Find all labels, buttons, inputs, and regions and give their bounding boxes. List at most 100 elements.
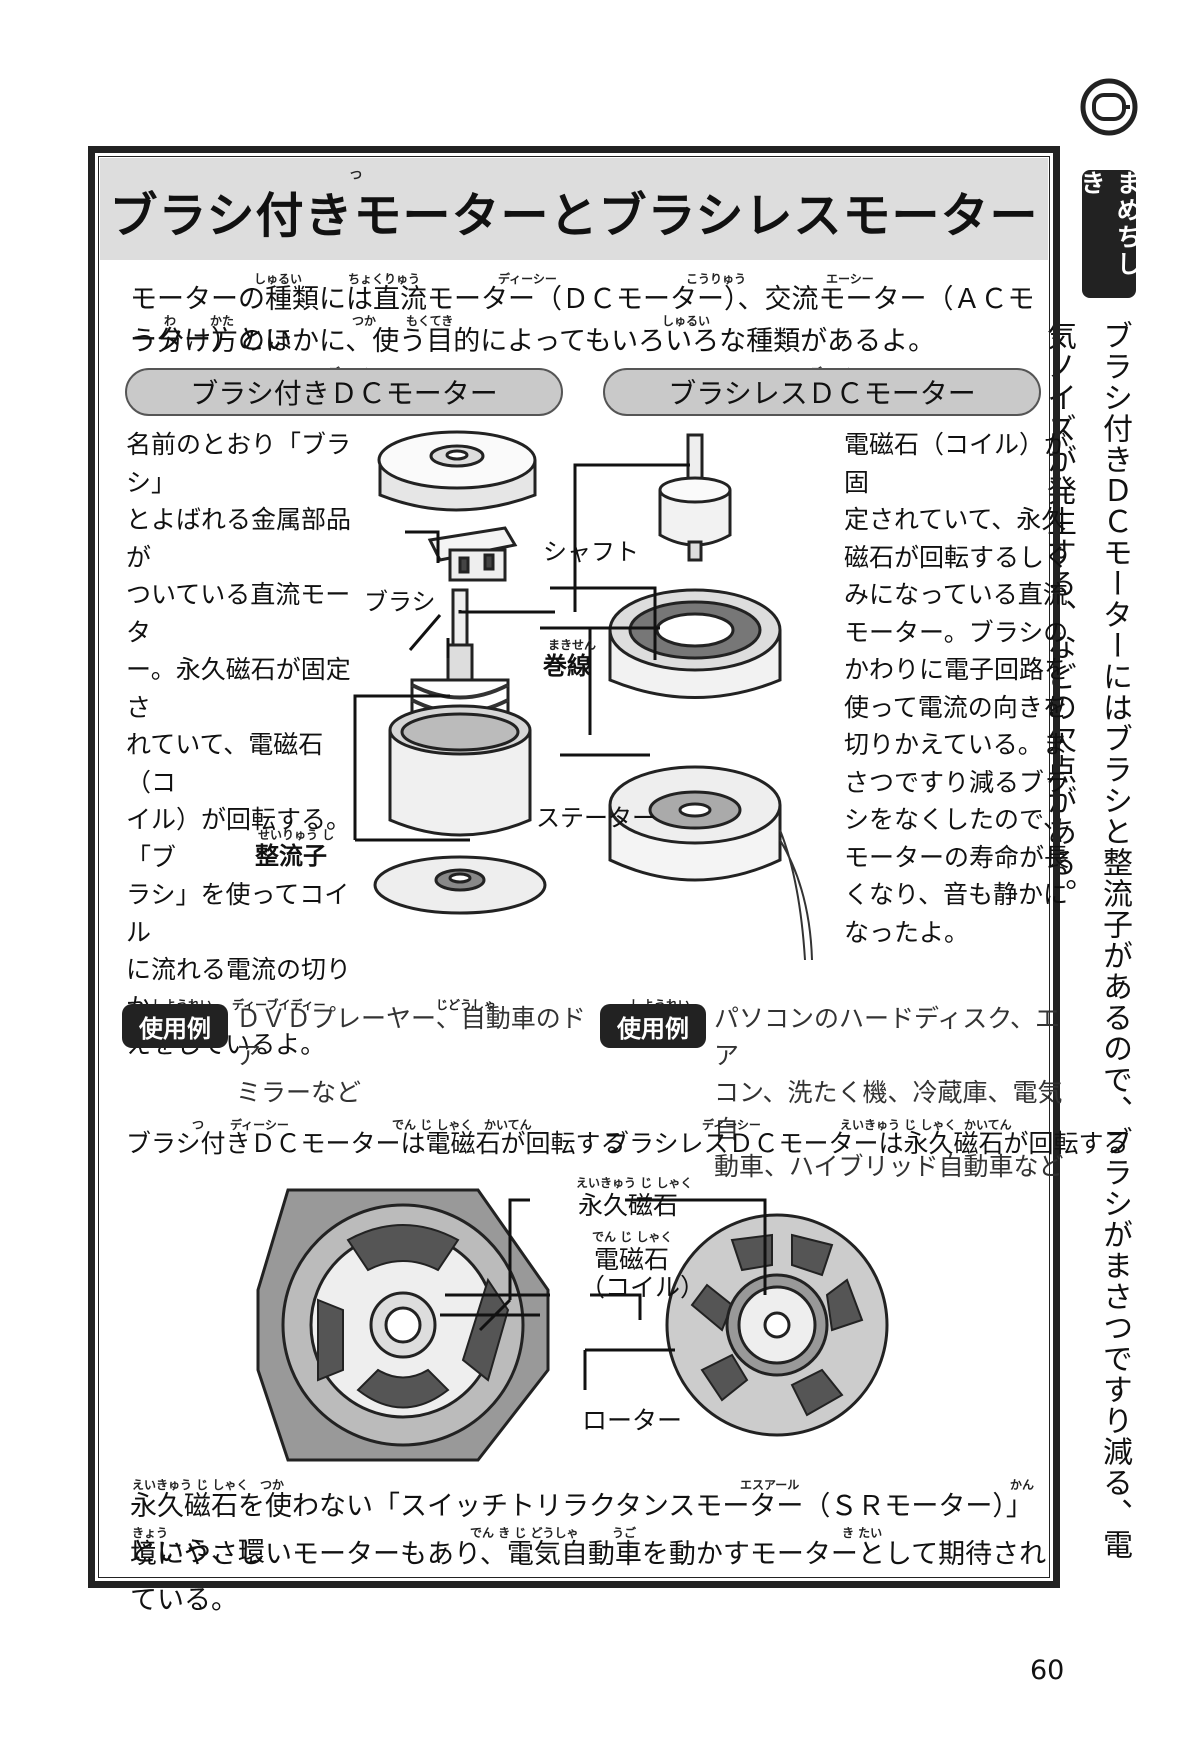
label-winding: 巻線 <box>543 652 591 680</box>
page-title: ブラシ付きモーターとブラシレスモーター <box>109 188 1039 244</box>
brushed-cross-section <box>256 1188 550 1462</box>
intro-line-1: モーターの種類には直流モーター（ＤＣモーター）、交流モーター（ＡＣモーター）とい <box>130 284 1035 356</box>
brush-holder <box>427 526 518 582</box>
brushed-motor-illustration <box>373 430 547 915</box>
left-body-line: に流れる電流の切りか <box>126 955 352 1022</box>
ruby: でん き じ どうしゃ <box>470 1526 579 1540</box>
page-number: 60 <box>1030 1655 1065 1686</box>
intro-line-2: う分け方のほかに、使う目的によってもいろいろな種類があるよ。 <box>130 326 936 357</box>
ruby: つか <box>260 1478 285 1492</box>
motor-cap <box>377 430 537 512</box>
ruby: うご <box>612 1526 637 1540</box>
label-rotor: ローター <box>582 1406 683 1435</box>
ruby: エーシー <box>826 272 874 286</box>
ruby: エスアール <box>740 1478 800 1492</box>
label-stator: ステーター <box>536 804 656 832</box>
brushless-rotor <box>658 433 732 562</box>
sidebar-note: ブラシ付きＤＣモーターにはブラシと整流子があるので、ブラシがまさつですり減る、電… <box>1041 320 1132 1560</box>
ruby: まきせん <box>548 638 597 652</box>
right-body-line: 定されていて、永久 <box>844 505 1067 534</box>
ruby: ちょくりゅう <box>348 272 421 286</box>
left-body-line: ー。永久磁石が固定さ <box>126 655 351 722</box>
label-shaft: シャフト <box>543 538 639 566</box>
right-body-line: くなり、音も静かに <box>844 880 1069 909</box>
ruby: わ <box>164 314 177 328</box>
brushless-base <box>608 765 813 961</box>
cross-section-leader-lines <box>440 1198 767 1390</box>
ruby: かいてん <box>484 1118 532 1132</box>
label-brush: ブラシ <box>364 588 436 616</box>
section-header-brushless: ブラシレスＤＣモーター <box>603 368 1041 416</box>
usage-line: パソコンのハードディスク、エア <box>714 1004 1061 1070</box>
ruby: じどうしゃ <box>436 998 497 1012</box>
right-body-line: さつですり減るブラ <box>844 767 1070 797</box>
stator-can <box>388 704 532 837</box>
left-body-line: イル）が回転する。「ブ <box>126 805 352 872</box>
left-body-line: とよばれる金属部品が <box>126 505 352 572</box>
brushless-cross-section <box>665 1213 889 1437</box>
ruby: しゅるい <box>662 314 711 328</box>
left-body: 名前のとおり「ブラシ」 とよばれる金属部品が ついている直流モータ ー。永久磁石… <box>126 426 366 1064</box>
label-permanent-magnet: 永久磁石 <box>578 1191 679 1220</box>
ruby: えいきゅう じ しゃく <box>132 1478 249 1492</box>
usage-line: ＤＶＤプレーヤー、自動車のドア <box>236 1004 586 1070</box>
right-body-line: 使って電流の向きを <box>844 692 1068 722</box>
diagram-leader-lines <box>353 463 690 842</box>
usage-badge-brushless: 使用例 <box>600 1004 706 1048</box>
bottom-note-line-2: 境にやさしいモーターもあり、電気自動車を動かすモーターとして期待されている。 <box>130 1539 1047 1616</box>
right-body-line: かわりに電子回路を <box>844 655 1070 684</box>
ruby: きょう <box>132 1526 169 1540</box>
section-header-brushed: ブラシ付きＤＣモーター <box>125 368 563 416</box>
title-band <box>100 158 1048 260</box>
mamechishiki-badge: まめちしき <box>1077 170 1142 298</box>
usage-brushless: パソコンのハードディスク、エア コン、洗たく機、冷蔵庫、電気自 動車、ハイブリッ… <box>714 1000 1064 1185</box>
caption-brushless: ブラシレスＤＣモーターは永久磁石が回転する <box>604 1129 1129 1158</box>
label-electromagnet: 電磁石 <box>594 1245 670 1274</box>
bottom-note-line-1: 永久磁石を使わない「スイッチトリラクタンスモーター（ＳＲモーター）」という、環 <box>130 1491 1033 1568</box>
ruby: もくてき <box>406 314 454 328</box>
right-body-line: 磁石が回転するしく <box>844 542 1070 572</box>
ruby: つか <box>352 314 377 328</box>
usage-line: ミラーなど <box>236 1078 362 1107</box>
right-body-line: モーター。ブラシの <box>844 617 1069 647</box>
ruby: えいきゅう じ しゃく <box>576 1176 693 1190</box>
ruby: こうりゅう <box>686 272 747 286</box>
ruby: ディーブイディー <box>232 998 326 1012</box>
end-plate <box>373 855 547 915</box>
usage-badge-brushed: 使用例 <box>122 1004 228 1048</box>
page-frame-inner <box>98 156 1050 1578</box>
usage-brushed: ＤＶＤプレーヤー、自動車のドア ミラーなど <box>236 1000 596 1111</box>
ruby: かん <box>1010 1478 1035 1492</box>
ruby: ディーシー <box>498 272 557 286</box>
ruby: しゅるい <box>254 272 303 286</box>
right-body-line: みになっている直流 <box>844 580 1068 609</box>
right-body: 電磁石（コイル）が固 定されていて、永久 磁石が回転するしく みになっている直流… <box>844 426 1084 951</box>
ruby: ディーシー <box>230 1118 289 1132</box>
caption-brushed: ブラシ付きＤＣモーターは電磁石が回転する <box>126 1129 626 1158</box>
brushless-stator <box>608 588 782 699</box>
title-ruby: つ <box>350 168 363 182</box>
page-frame <box>88 146 1060 1588</box>
label-coil: （コイル） <box>580 1273 706 1302</box>
ruby: でん じ しゃく <box>392 1118 473 1132</box>
left-body-line: 名前のとおり「ブラシ」 <box>126 430 352 497</box>
left-body-line: れていて、電磁石（コ <box>126 730 324 797</box>
left-body-line: ついている直流モータ <box>126 580 351 647</box>
ruby: かいてん <box>964 1118 1012 1132</box>
left-body-line: ラシ」を使ってコイル <box>126 880 350 947</box>
right-body-line: シをなくしたので、 <box>844 805 1069 834</box>
usage-line: コン、洗たく機、冷蔵庫、電気自 <box>714 1078 1063 1144</box>
usage-line: 動車、ハイブリッド自動車など <box>714 1152 1064 1181</box>
page-corner-icon <box>1080 78 1138 136</box>
right-body-line: モーターの寿命が長 <box>844 842 1070 872</box>
ruby: ディーシー <box>702 1118 761 1132</box>
label-commutator: 整流子 <box>255 842 327 870</box>
right-body-line: 切りかえている。ま <box>844 730 1068 759</box>
right-body-line: 電磁石（コイル）が固 <box>844 430 1070 497</box>
brushless-motor-illustration <box>608 433 813 961</box>
ruby: つ <box>192 1118 205 1132</box>
ruby: でん じ しゃく <box>592 1230 673 1244</box>
ruby: き たい <box>842 1526 883 1540</box>
right-body-line: なったよ。 <box>844 917 970 947</box>
ruby: かた <box>210 314 235 328</box>
